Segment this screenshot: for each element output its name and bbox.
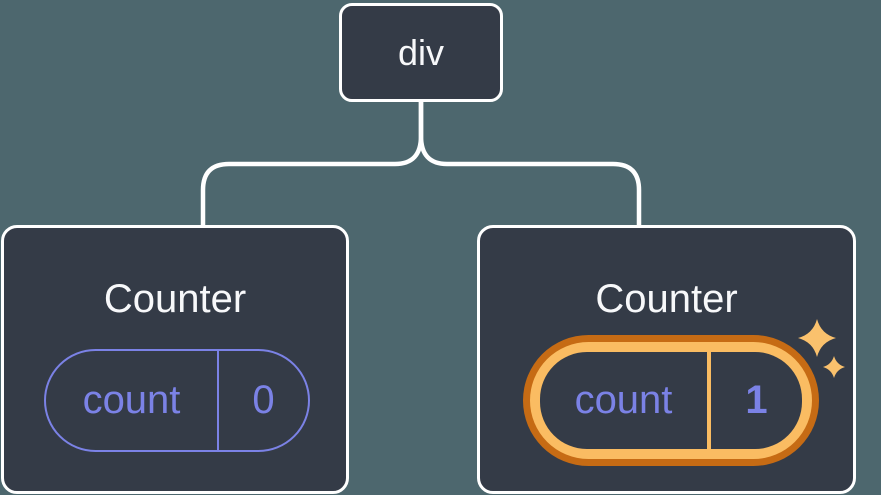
counter-card-left: Counter count 0: [1, 225, 349, 494]
state-key-label: count: [82, 378, 181, 422]
state-pill-highlight-ring-inner: count 1: [530, 342, 812, 459]
state-pill: count 0: [44, 349, 310, 452]
card-title: Counter: [595, 277, 738, 321]
connector-right-branch: [418, 98, 642, 229]
state-value-label: 0: [252, 378, 275, 422]
counter-card-right: Counter count 1: [477, 225, 856, 494]
state-key-cell: count: [46, 351, 219, 450]
state-key-label: count: [574, 378, 673, 422]
state-pill-highlight-ring: count 1: [523, 335, 819, 466]
sparkles-icon: [798, 319, 845, 378]
sparkle-small-icon: [823, 356, 845, 378]
state-value-cell: 0: [219, 351, 308, 450]
sparkle-large-icon: [798, 319, 836, 357]
connector-left-branch: [200, 98, 424, 229]
state-pill-highlighted: count 1: [540, 352, 802, 449]
card-title: Counter: [103, 277, 247, 321]
root-node: div: [339, 3, 503, 102]
state-value-label: 1: [745, 378, 768, 422]
root-node-label: div: [397, 31, 445, 73]
state-key-cell: count: [540, 352, 711, 449]
state-value-cell: 1: [711, 352, 802, 449]
